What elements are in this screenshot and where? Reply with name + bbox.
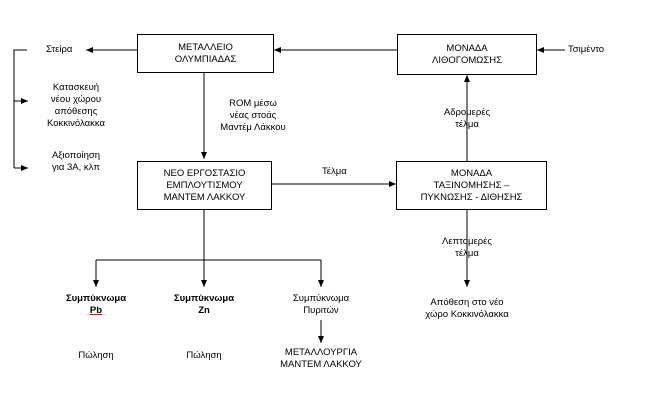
pb-line1: Συμπύκνωμα [65, 293, 127, 304]
axiopoiisi-line2: για 3Α, κλπ [52, 162, 100, 173]
metallourgia-line1: ΜΕΤΑΛΛΟΥΡΓΙΑ [284, 347, 358, 358]
pyriton-concentrate-label: Συμπύκνωμα Πυριτών [271, 293, 371, 317]
leptomeres-line1: Λεπτομερές [442, 236, 492, 247]
pb-line2: Pb [89, 305, 103, 316]
rom-line3: Μαντέμ Λάκκου [220, 122, 286, 133]
apothesi-line2: χώρο Κοκκινόλακκα [425, 309, 509, 320]
taxinomisi-line3: ΠΥΚΝΩΣΗΣ - ΔΙΘΗΣΗΣ [420, 191, 523, 203]
rom-label: ROM μέσω νέας στοάς Μαντέμ Λάκκου [208, 98, 298, 134]
ergostasio-line3: ΜΑΝΤΕΜ ΛΑΚΚΟΥ [163, 191, 246, 203]
taxinomisi-line1: ΜΟΝΑΔΑ [450, 167, 493, 179]
adromeres-line2: τέλμα [455, 119, 479, 130]
kataskevi-line4: Κοκκινόλακκα [47, 118, 105, 129]
telma-label: Τέλμα [322, 166, 347, 177]
lithogomosi-line2: ΛΙΘΟΓΟΜΩΣΗΣ [431, 54, 502, 66]
pyriton-line1: Συμπύκνωμα [292, 293, 350, 304]
axiopoiisi-label: Αξιοποίηση για 3Α, κλπ [36, 150, 116, 174]
pb-concentrate-label: Συμπύκνωμα Pb [46, 293, 146, 317]
apothesi-line1: Απόθεση στο νέο [430, 297, 504, 308]
taxinomisi-line2: ΤΑΞΙΝΟΜΗΣΗΣ – [433, 179, 510, 191]
ergostasio-line2: ΕΜΠΛΟΥΤΙΣΜΟΥ [166, 179, 243, 191]
ergostasio-box: ΝΕΟ ΕΡΓΟΣΤΑΣΙΟ ΕΜΠΛΟΥΤΙΣΜΟΥ ΜΑΝΤΕΜ ΛΑΚΚΟ… [137, 161, 272, 210]
lithogomosi-line1: ΜΟΝΑΔΑ [446, 42, 488, 54]
apothesi-label: Απόθεση στο νέο χώρο Κοκκινόλακκα [407, 297, 527, 321]
taxinomisi-box: ΜΟΝΑΔΑ ΤΑΞΙΝΟΜΗΣΗΣ – ΠΥΚΝΩΣΗΣ - ΔΙΘΗΣΗΣ [396, 161, 547, 210]
adromeres-line1: Αδρομερές [443, 107, 491, 118]
metalleio-line2: ΟΛΥΜΠΙΑΔΑΣ [174, 53, 237, 65]
tsimento-label: Τσιμέντο [568, 44, 605, 55]
zn-line2: Zn [198, 305, 210, 316]
polisi-zn-label: Πώληση [186, 350, 222, 361]
lithogomosi-box: ΜΟΝΑΔΑ ΛΙΘΟΓΟΜΩΣΗΣ [397, 34, 537, 75]
kataskevi-line2: νέου χώρου [50, 94, 102, 105]
kataskevi-line3: απόθεσης [54, 106, 98, 117]
metalleio-line1: ΜΕΤΑΛΛΕΙΟ [178, 41, 233, 53]
rom-line2: νέας στοάς [229, 110, 277, 121]
ergostasio-line1: ΝΕΟ ΕΡΓΟΣΤΑΣΙΟ [163, 167, 246, 179]
leptomeres-line2: τέλμα [455, 248, 479, 259]
rom-line1: ROM μέσω [229, 98, 277, 109]
polisi-pb-label: Πώληση [78, 350, 114, 361]
steira-label: Στείρα [46, 44, 73, 55]
metallourgia-line2: ΜΑΝΤΕΜ ΛΑΚΚΟΥ [280, 359, 362, 370]
axiopoiisi-line1: Αξιοποίηση [51, 150, 101, 161]
adromeres-label: Αδρομερές τέλμα [424, 107, 510, 131]
steira-bracket [13, 49, 27, 168]
pyriton-line2: Πυριτών [303, 305, 339, 316]
kataskevi-label: Κατασκευή νέου χώρου απόθεσης Κοκκινόλακ… [36, 82, 116, 130]
metallourgia-label: ΜΕΤΑΛΛΟΥΡΓΙΑ ΜΑΝΤΕΜ ΛΑΚΚΟΥ [266, 347, 376, 371]
zn-line1: Συμπύκνωμα [173, 293, 235, 304]
leptomeres-label: Λεπτομερές τέλμα [424, 236, 510, 260]
metalleio-box: ΜΕΤΑΛΛΕΙΟ ΟΛΥΜΠΙΑΔΑΣ [137, 34, 274, 73]
kataskevi-line1: Κατασκευή [52, 82, 100, 93]
zn-concentrate-label: Συμπύκνωμα Zn [154, 293, 254, 317]
